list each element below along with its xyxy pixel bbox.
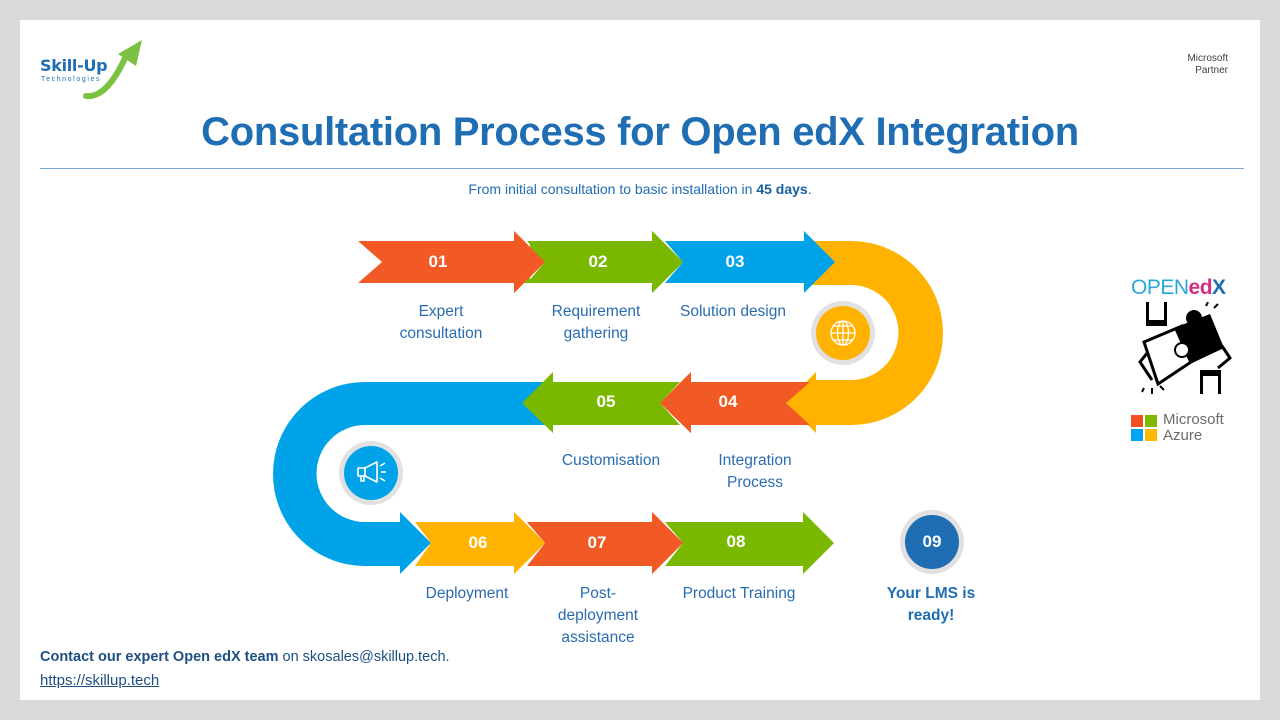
- step-07-label: Post- deployment assistance: [528, 583, 668, 649]
- microsoft-logo-icon: [1131, 415, 1157, 441]
- step-04-number: 04: [718, 392, 738, 411]
- step-06-arrow-body: [415, 522, 514, 566]
- step-05-arrow-head: [522, 372, 553, 433]
- title-divider: [40, 168, 1244, 169]
- step-02-label: Requirement gathering: [526, 301, 666, 345]
- step-07-arrow-head-front: [652, 512, 683, 574]
- contact-text: Contact our expert Open edX team on skos…: [40, 649, 450, 665]
- step-01-label: Expert consultation: [371, 301, 511, 345]
- step-06-number: 06: [468, 533, 488, 552]
- step-01-number: 01: [428, 252, 448, 271]
- step-07-arrow-body: [527, 522, 652, 566]
- step-03-label: Solution design: [663, 301, 803, 323]
- step-01-label-line: Expert: [418, 303, 464, 320]
- step-08-label: Product Training: [664, 583, 814, 605]
- step-06-arrow-head-front: [514, 512, 545, 574]
- skillup-arrow-logo: [83, 40, 142, 100]
- turn-left-arrowhead: [400, 512, 431, 574]
- turn-right-band: [805, 241, 943, 425]
- final-step-label: Your LMS is ready!: [866, 583, 996, 627]
- step-02-arrow-body: [527, 241, 652, 283]
- step-07-label-line: assistance: [561, 629, 635, 646]
- puzzle-handshake-icon: [1138, 302, 1232, 394]
- step-01-arrow-head: [514, 231, 545, 293]
- subtitle-suffix: .: [807, 181, 812, 197]
- step-01-label-line: consultation: [399, 325, 483, 342]
- step-08-arrow-body: [665, 522, 803, 566]
- step-08-label-line: Product Training: [682, 585, 796, 602]
- openedx-logo-x: X: [1212, 276, 1226, 299]
- page-title: Consultation Process for Open edX Integr…: [201, 110, 1079, 154]
- globe-icon: [830, 320, 856, 346]
- step-03-label-line: Solution design: [680, 303, 786, 320]
- ms-square-blue: [1131, 429, 1143, 441]
- azure-line-1: Microsoft: [1163, 411, 1224, 428]
- step-04-label-line: Process: [727, 474, 783, 491]
- partner-line-1: Microsoft: [1187, 53, 1228, 64]
- step-06-label-line: Deployment: [425, 585, 509, 602]
- contact-email: on skosales@skillup.tech.: [278, 649, 450, 665]
- step-05-label-line: Customisation: [561, 452, 661, 469]
- megaphone-icon: [357, 461, 386, 483]
- turn-left-band: [273, 382, 560, 566]
- step-03-arrow-head: [804, 231, 835, 293]
- step-08-number: 08: [726, 532, 746, 551]
- megaphone-icon-circle: [344, 446, 398, 500]
- step-06-label: Deployment: [397, 583, 537, 605]
- azure-logo-text: Microsoft Azure: [1163, 412, 1224, 444]
- step-02-arrow-head-top: [652, 231, 683, 293]
- subtitle-prefix: From initial consultation to basic insta…: [468, 181, 757, 197]
- step-04-arrow-head-front: [660, 372, 691, 433]
- website-link[interactable]: https://skillup.tech: [40, 672, 160, 689]
- ms-square-yellow: [1145, 429, 1157, 441]
- step-09-number: 09: [922, 532, 942, 551]
- partner-line-2: Partner: [1195, 65, 1228, 76]
- step-02-label-line: Requirement: [551, 303, 641, 320]
- azure-line-2: Azure: [1163, 427, 1203, 444]
- step-04-label-line: Integration: [718, 452, 792, 469]
- step-04-label: Integration Process: [685, 450, 825, 494]
- final-step-label-line: ready!: [907, 607, 955, 624]
- step-07-label-line: deployment: [557, 607, 639, 624]
- slide: [20, 20, 1260, 700]
- final-step-circle: [905, 515, 959, 569]
- step-01-arrow: [358, 231, 545, 293]
- logo-tagline: Technologies: [41, 76, 102, 83]
- step-03-number: 03: [725, 252, 745, 271]
- step-05-arrow-body: [553, 382, 680, 425]
- step-08-arrow-head: [803, 512, 834, 574]
- ms-square-red: [1131, 415, 1143, 427]
- logo-name: Skill-Up: [40, 56, 108, 75]
- step-04-arrow-body: [691, 382, 810, 425]
- step-02-number: 02: [588, 252, 608, 271]
- openedx-logo-ed: ed: [1188, 276, 1213, 299]
- ms-square-green: [1145, 415, 1157, 427]
- openedx-logo: OPENedX: [1131, 276, 1226, 300]
- step-02-label-line: gathering: [563, 325, 629, 342]
- microsoft-partner-badge: Microsoft Partner: [1160, 53, 1228, 77]
- contact-bold: Contact our expert Open edX team: [40, 649, 279, 665]
- subtitle-duration: 45 days: [756, 181, 808, 197]
- subtitle: From initial consultation to basic insta…: [0, 181, 1280, 197]
- step-07-number: 07: [587, 533, 607, 552]
- turn-right-arrowhead: [786, 372, 816, 433]
- step-07-label-line: Post-: [579, 585, 617, 602]
- step-05-label: Customisation: [541, 450, 681, 472]
- step-05-number: 05: [596, 392, 616, 411]
- step-03-arrow-body: [665, 241, 805, 283]
- openedx-logo-open: OPEN: [1131, 276, 1189, 299]
- final-step-label-line: Your LMS is: [886, 585, 976, 602]
